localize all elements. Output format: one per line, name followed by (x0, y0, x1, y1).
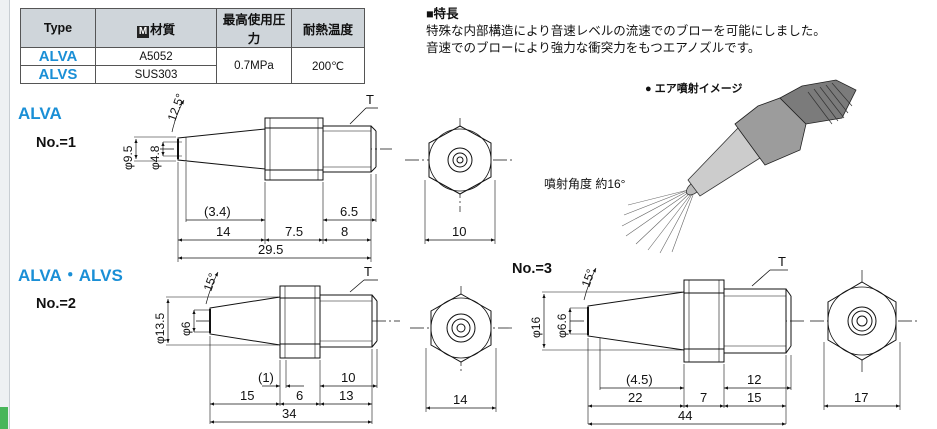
features-line-1: 特殊な内部構造により音速レベルの流速でのブローを可能にしました。 (426, 24, 826, 38)
header-material-label: 材質 (150, 22, 176, 37)
d1-p: (3.4) (204, 204, 231, 219)
features-block: ■特長 特殊な内部構造により音速レベルの流速でのブローを可能にしました。 音速で… (426, 6, 826, 57)
drawing-2-side-view (166, 271, 400, 424)
alva-alvs-title: ALVA・ALVS (18, 266, 123, 285)
d1-t-label: T (366, 92, 374, 107)
d2-c: 13 (339, 388, 353, 403)
d2-hex: 14 (453, 392, 467, 407)
d2-total: 34 (282, 406, 296, 421)
d2-inner-dia: φ6 (179, 321, 193, 336)
spray-angle-label: 噴射角度 約16° (544, 176, 626, 191)
no2-label: No.=2 (36, 296, 76, 312)
d3-inner-dia: φ6.6 (555, 313, 569, 338)
d1-outer-dia: φ9.5 (121, 145, 135, 170)
type-cell-alva: ALVA (20, 47, 96, 66)
d1-a: 14 (216, 224, 230, 239)
d1-total: 29.5 (258, 242, 283, 257)
features-line-2: 音速でのブローにより強力な衝突力をもつエアノズルです。 (426, 41, 761, 55)
drawing-1-side-view (134, 99, 392, 262)
d2-outer-dia: φ13.5 (153, 313, 167, 344)
d1-thread: 6.5 (340, 204, 358, 219)
air-image-title: ● エア噴射イメージ (645, 81, 742, 95)
no1-label: No.=1 (36, 135, 76, 151)
d2-angle: 15° (201, 271, 220, 293)
drawing-3-side-view (542, 267, 804, 426)
features-heading: ■特長 (426, 7, 459, 21)
header-temperature: 耐熱温度 (291, 8, 365, 48)
d1-inner-dia: φ4.8 (148, 145, 162, 170)
d3-c: 15 (747, 390, 761, 405)
left-sidebar-strip (0, 0, 10, 429)
d3-outer-dia: φ16 (529, 317, 543, 338)
d3-angle: 15° (579, 267, 598, 289)
d1-hex: 10 (452, 224, 466, 239)
material-badge-icon: M (136, 25, 150, 38)
d3-t-label: T (778, 254, 786, 269)
d2-b: 6 (296, 388, 303, 403)
type-cell-alvs: ALVS (20, 65, 96, 84)
d1-b: 7.5 (285, 224, 303, 239)
d2-p: (1) (258, 370, 274, 385)
d3-total: 44 (678, 408, 692, 423)
drawing-3-end-view (810, 270, 918, 410)
d3-thread: 12 (747, 372, 761, 387)
d2-a: 15 (240, 388, 254, 403)
air-nozzle-illustration (621, 79, 857, 254)
header-type: Type (20, 8, 96, 48)
material-cell-alvs: SUS303 (95, 65, 217, 84)
d2-thread: 10 (341, 370, 355, 385)
d3-a: 22 (628, 390, 642, 405)
drawing-2-end-view (410, 286, 512, 412)
no3-label: No.=3 (512, 261, 552, 277)
d1-angle: 12.5° (165, 92, 188, 123)
temperature-cell: 200℃ (291, 47, 365, 84)
d3-hex: 17 (854, 390, 868, 405)
d3-p: (4.5) (626, 372, 653, 387)
alva-title: ALVA (18, 104, 62, 123)
d2-t-label: T (364, 264, 372, 279)
sidebar-tab[interactable] (0, 407, 8, 429)
d3-b: 7 (700, 390, 707, 405)
drawing-1-end-view (405, 118, 515, 244)
d1-c: 8 (341, 224, 348, 239)
